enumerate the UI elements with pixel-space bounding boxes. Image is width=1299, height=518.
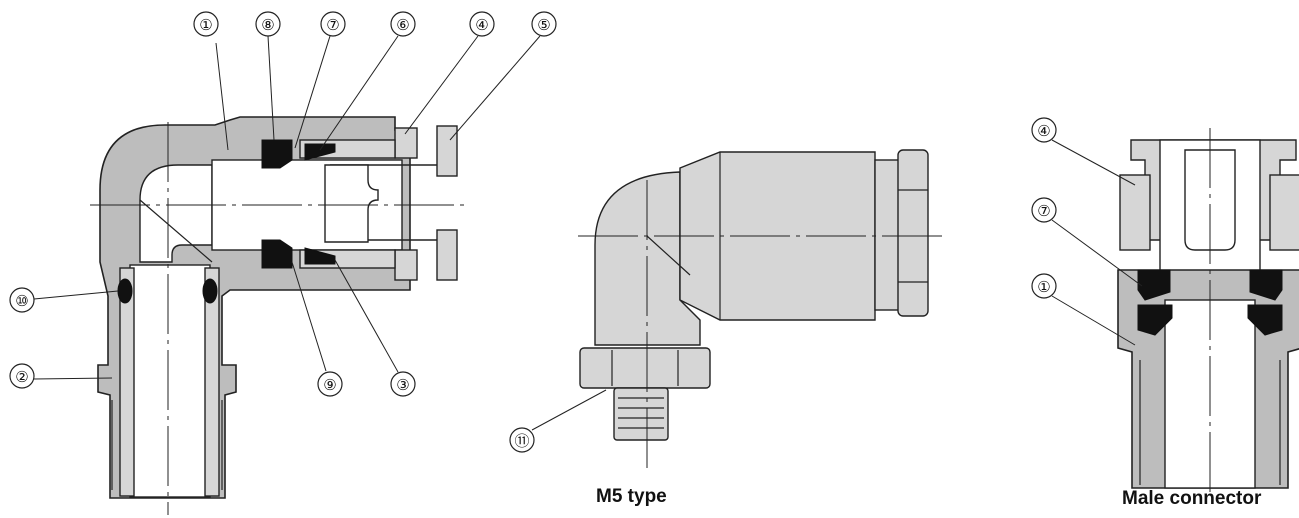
callout-8: ⑧	[261, 16, 274, 34]
release-bushing-flange-top	[436, 125, 458, 177]
m5-thread	[613, 387, 669, 441]
callout-1-left: ①	[199, 16, 212, 34]
release-bushing-flange-bottom	[436, 229, 458, 281]
guide-bottom	[394, 249, 418, 281]
collet-tube	[324, 164, 379, 243]
insert-bore	[129, 264, 211, 498]
chuck-seal-bottom	[304, 247, 336, 265]
callout-5: ⑤	[537, 16, 550, 34]
male-guide-left	[1119, 174, 1151, 251]
seal-top	[261, 139, 293, 169]
m5-hex-nut	[579, 347, 711, 389]
male-connector-cross-section	[1117, 128, 1299, 498]
caption-m5-type: M5 type	[596, 486, 667, 507]
m5-release-flange	[897, 149, 929, 317]
male-seal-upper-right	[1249, 269, 1283, 301]
callout-7-left: ⑦	[326, 16, 339, 34]
callout-9: ⑨	[323, 376, 336, 394]
callout-6: ⑥	[396, 16, 409, 34]
seal-bottom	[261, 239, 293, 269]
male-seal-lower-right	[1247, 304, 1283, 336]
callout-1-right: ①	[1037, 278, 1050, 296]
callout-7-right: ⑦	[1037, 202, 1050, 220]
o-ring-right	[202, 278, 218, 304]
insert-wall-left	[119, 267, 135, 497]
m5-release-bushing	[874, 159, 901, 311]
m5-type-external-view	[578, 149, 945, 468]
chuck-seal-top	[304, 143, 336, 161]
male-collet	[1184, 149, 1236, 251]
callouts: ① ⑧ ⑦ ⑥ ④ ⑤ ⑩ ② ⑨ ③ ⑪ ④	[9, 11, 1143, 453]
callout-3: ③	[396, 376, 409, 394]
callout-4-left: ④	[475, 16, 488, 34]
elbow-cross-section	[90, 116, 470, 515]
insert-wall-right	[204, 267, 220, 497]
callout-10: ⑩	[15, 292, 28, 310]
male-seal-upper-left	[1137, 269, 1171, 301]
callout-11: ⑪	[514, 432, 529, 450]
callout-4-right: ④	[1037, 122, 1050, 140]
callout-2: ②	[15, 368, 28, 386]
o-ring-left	[117, 278, 133, 304]
male-seal-lower-left	[1137, 304, 1173, 336]
male-thread	[111, 400, 223, 490]
male-guide-right	[1269, 174, 1299, 251]
caption-male-connector: Male connector	[1122, 488, 1262, 509]
